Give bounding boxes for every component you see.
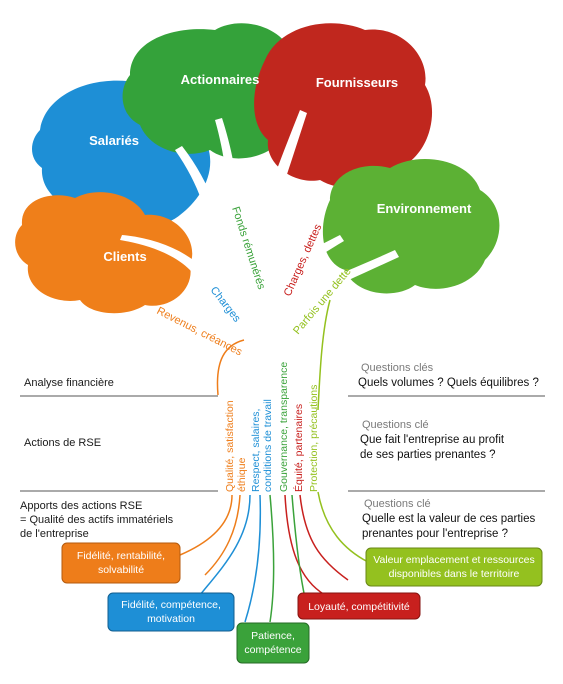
q2-body-2: de ses parties prenantes ?: [360, 449, 496, 461]
separators: [20, 395, 545, 492]
trunk-protection: Protection, précautions: [308, 385, 320, 492]
q3-body-2: prenantes pour l'entreprise ?: [362, 528, 508, 540]
q3-heading: Questions clé: [364, 498, 431, 510]
box-valeur-emplacement: Valeur emplacement et ressources disponi…: [365, 547, 543, 587]
box-fidelite-rentabilite: Fidélité, rentabilité, solvabilité: [61, 542, 181, 584]
q1-body: Quels volumes ? Quels équilibres ?: [358, 377, 539, 389]
trunk-respect-2: conditions de travail: [262, 399, 274, 492]
q2-heading: Questions clé: [362, 419, 429, 431]
box-fidelite-competence-line-1: Fidélité, compétence,: [121, 599, 221, 611]
box-valeur-line-2: disponibles dans le territoire: [389, 568, 520, 580]
row-label-actions: Actions de RSE: [24, 437, 101, 449]
trunk-equite: Équité, partenaires: [292, 404, 305, 492]
row-label-analyse: Analyse financière: [24, 377, 114, 389]
tree-trunk: [120, 110, 399, 365]
box-patience: Patience, compétence: [236, 622, 310, 664]
label-fournisseurs: Fournisseurs: [316, 75, 398, 90]
trunk-respect-1: Respect, salaires,: [250, 409, 262, 492]
crown-clients: [15, 192, 193, 314]
trunk-qualite-2: éthique: [236, 457, 248, 492]
q3-body-1: Quelle est la valeur de ces parties: [362, 513, 535, 525]
box-patience-line-1: Patience,: [251, 630, 295, 642]
trunk-gouvernance: Gouvernance, transparence: [278, 362, 290, 492]
label-environnement: Environnement: [377, 201, 472, 216]
crown-environnement: [322, 159, 500, 294]
box-fidelite-rentabilite-line-2: solvabilité: [98, 564, 144, 576]
box-fidelite-rentabilite-line-1: Fidélité, rentabilité,: [77, 550, 165, 562]
label-salaries: Salariés: [89, 133, 139, 148]
box-loyaute-text: Loyauté, compétitivité: [308, 601, 410, 613]
row-label-apports-1: Apports des actions RSE: [20, 500, 142, 512]
trunk-qualite-1: Qualité, satisfaction: [224, 400, 236, 492]
box-valeur-line-1: Valeur emplacement et ressources: [373, 554, 534, 566]
root-lines: [179, 491, 369, 623]
label-clients: Clients: [103, 249, 146, 264]
label-actionnaires: Actionnaires: [181, 72, 260, 87]
box-fidelite-competence-line-2: motivation: [147, 613, 195, 625]
box-loyaute: Loyauté, compétitivité: [297, 592, 421, 620]
q1-heading: Questions clés: [361, 362, 434, 374]
row-label-apports-2: = Qualité des actifs immatériels: [20, 514, 174, 526]
box-fidelite-competence: Fidélité, compétence, motivation: [107, 592, 235, 632]
q2-body-1: Que fait l'entreprise au profit: [360, 434, 505, 446]
crown-fournisseurs: [254, 23, 433, 189]
box-patience-line-2: compétence: [244, 644, 301, 656]
row-label-apports-3: de l'entreprise: [20, 528, 89, 540]
